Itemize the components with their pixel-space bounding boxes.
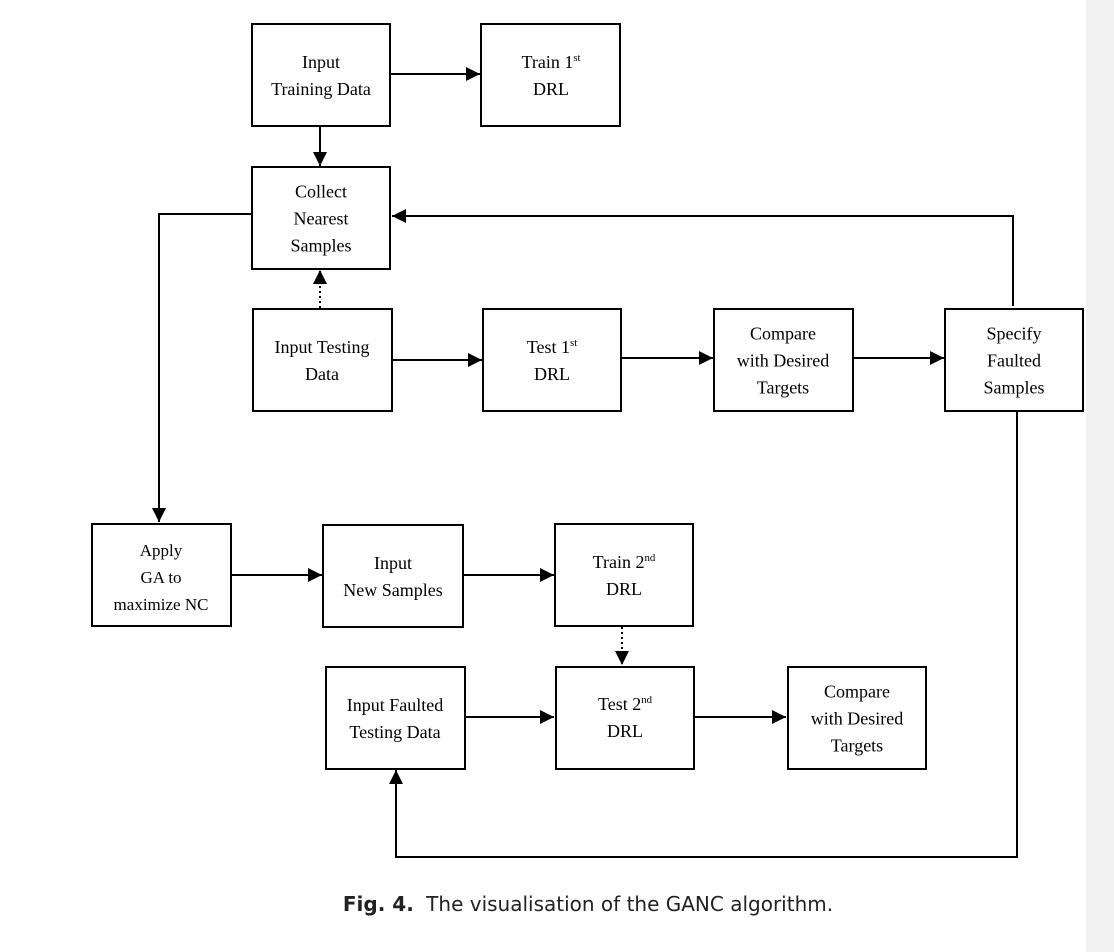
caption-text: The visualisation of the GANC algorithm. [426, 892, 834, 916]
node-label-line: with Desired [737, 350, 829, 370]
caption-label: Fig. 4. [342, 892, 414, 916]
edge-specify-to-faulted [389, 412, 1018, 858]
node-label-line: DRL [606, 579, 642, 599]
node-label: Test 1st​DRL [527, 337, 577, 384]
node-label-line: Input [302, 52, 340, 72]
node-label: Apply GA to maximize NC [114, 541, 209, 614]
node-label-line: Test 2 [598, 694, 641, 714]
node-label-line: Train 1 [521, 52, 573, 72]
node-test-1st-drl: Test 1st​DRL [482, 308, 622, 412]
node-label-line: DRL [533, 79, 569, 99]
node-train-1st-drl: Train 1st​DRL [480, 23, 621, 127]
node-label-line: Samples [984, 377, 1045, 397]
figure-caption: Fig. 4. The visualisation of the GANC al… [0, 892, 1114, 916]
node-label-line: Targets [757, 377, 809, 397]
edge-collect-to-apply [152, 213, 251, 522]
node-label-line: Collect [295, 181, 347, 201]
node-label-line: Nearest [294, 208, 349, 228]
connectors [152, 67, 1018, 858]
node-label-line: New Samples [343, 580, 442, 600]
node-label-line: Samples [291, 235, 352, 255]
node-label-line: Input Testing [275, 337, 370, 357]
edge-specify-to-collect [392, 209, 1014, 306]
node-label-superscript: nd [641, 694, 652, 706]
node-label-superscript: nd [645, 552, 656, 564]
node-label-line: Testing Data [349, 722, 440, 742]
node-label-superscript: st [573, 52, 580, 64]
node-label-line: Targets [831, 735, 883, 755]
node-label-line: Faulted [987, 350, 1041, 370]
node-label-line: maximize NC [114, 595, 209, 614]
node-label: Train 2nd​DRL [593, 552, 656, 599]
node-label-line: Input Faulted [347, 695, 444, 715]
node-label-line: Compare [750, 323, 816, 343]
node-test-2nd-drl: Test 2nd​DRL [555, 666, 695, 770]
node-apply-ga: Apply GA to maximize NC [91, 523, 232, 627]
node-label-line: Compare [824, 681, 890, 701]
node-label-line: Training Data [271, 79, 371, 99]
node-label-line: GA to [140, 568, 181, 587]
node-label-line: Apply [140, 541, 183, 560]
node-label-line: DRL [607, 721, 643, 741]
node-label: Test 2nd​DRL [598, 694, 653, 741]
node-label-line: Train 2 [593, 552, 645, 572]
node-label-line: Specify [987, 323, 1042, 343]
node-label-line: Test 1 [527, 337, 570, 357]
node-label-line: Input [374, 553, 412, 573]
node-train-2nd-drl: Train 2nd​DRL [554, 523, 694, 627]
node-label-superscript: st [570, 337, 577, 349]
node-label-line: Data [305, 364, 339, 384]
node-label: Train 1st​DRL [521, 52, 580, 99]
node-label-line: with Desired [811, 708, 903, 728]
node-label-line: DRL [534, 364, 570, 384]
scrollbar-track[interactable] [1086, 0, 1114, 952]
